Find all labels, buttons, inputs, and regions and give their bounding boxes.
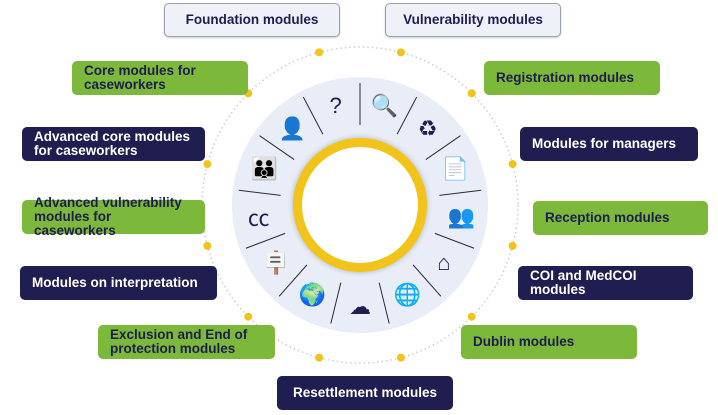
wheel-divider <box>238 189 281 196</box>
head-question-icon: ? <box>329 92 342 118</box>
ring-dot <box>203 160 212 169</box>
wheel-divider <box>278 264 308 297</box>
exclusion-modules-box[interactable]: Exclusion and End of protection modules <box>98 325 275 359</box>
wheel-divider <box>434 232 475 249</box>
wheel-divider <box>259 135 295 160</box>
center-ring <box>293 138 427 272</box>
ring-dot <box>508 160 517 169</box>
globe-search-icon: 🌐 <box>393 282 422 308</box>
globe-hand-icon: 🌍 <box>298 282 327 308</box>
advanced-core-modules-box[interactable]: Advanced core modules for caseworkers <box>22 127 205 161</box>
dublin-modules-box[interactable]: Dublin modules <box>461 325 637 359</box>
ring-dot <box>315 353 324 362</box>
house-bed-icon: ⌂ <box>437 249 451 275</box>
protest-sign-icon: 🪧 <box>262 249 290 275</box>
computer-cloud-icon: ☁ <box>349 294 371 319</box>
documents-icon: 📄 <box>441 155 470 181</box>
foundation-modules-box[interactable]: Foundation modules <box>164 3 340 37</box>
ring-dot <box>396 48 405 57</box>
magnifier-chart-icon: 🔍 <box>370 92 399 118</box>
vulnerability-modules-box[interactable]: Vulnerability modules <box>385 3 561 37</box>
ring-dot <box>508 241 517 250</box>
advanced-vulnerability-modules-box[interactable]: Advanced vulnerability modules for casew… <box>22 196 205 238</box>
managers-modules-box[interactable]: Modules for managers <box>520 127 698 161</box>
reception-modules-box[interactable]: Reception modules <box>533 201 708 235</box>
ring-dot <box>396 353 405 362</box>
wheel-divider <box>245 232 286 249</box>
interpretation-modules-box[interactable]: Modules on interpretation <box>20 266 217 300</box>
core-modules-box[interactable]: Core modules for caseworkers <box>72 61 248 95</box>
wheel-divider <box>439 189 482 196</box>
wheel-divider <box>412 264 442 297</box>
coi-medcoi-modules-box[interactable]: COI and MedCOI modules <box>518 266 693 300</box>
wheel-divider <box>330 282 342 324</box>
group-hands-icon: 👪 <box>250 155 279 181</box>
ring-dot <box>244 312 253 321</box>
cc-ear-icon: ㏄ <box>247 206 270 232</box>
manager-team-icon: 👥 <box>447 204 475 230</box>
ring-dot <box>467 312 476 321</box>
registration-modules-box[interactable]: Registration modules <box>484 61 660 95</box>
wheel-divider <box>302 96 324 135</box>
wheel-divider <box>378 282 390 324</box>
ring-dot <box>467 89 476 98</box>
wheel-divider <box>425 135 461 160</box>
ring-dot <box>203 241 212 250</box>
ring-dot <box>315 48 324 57</box>
resettlement-modules-box[interactable]: Resettlement modules <box>277 376 453 410</box>
wheel-divider <box>396 96 418 135</box>
person-options-icon: 👤 <box>278 115 307 141</box>
hands-cycle-icon: ♻ <box>417 115 438 141</box>
